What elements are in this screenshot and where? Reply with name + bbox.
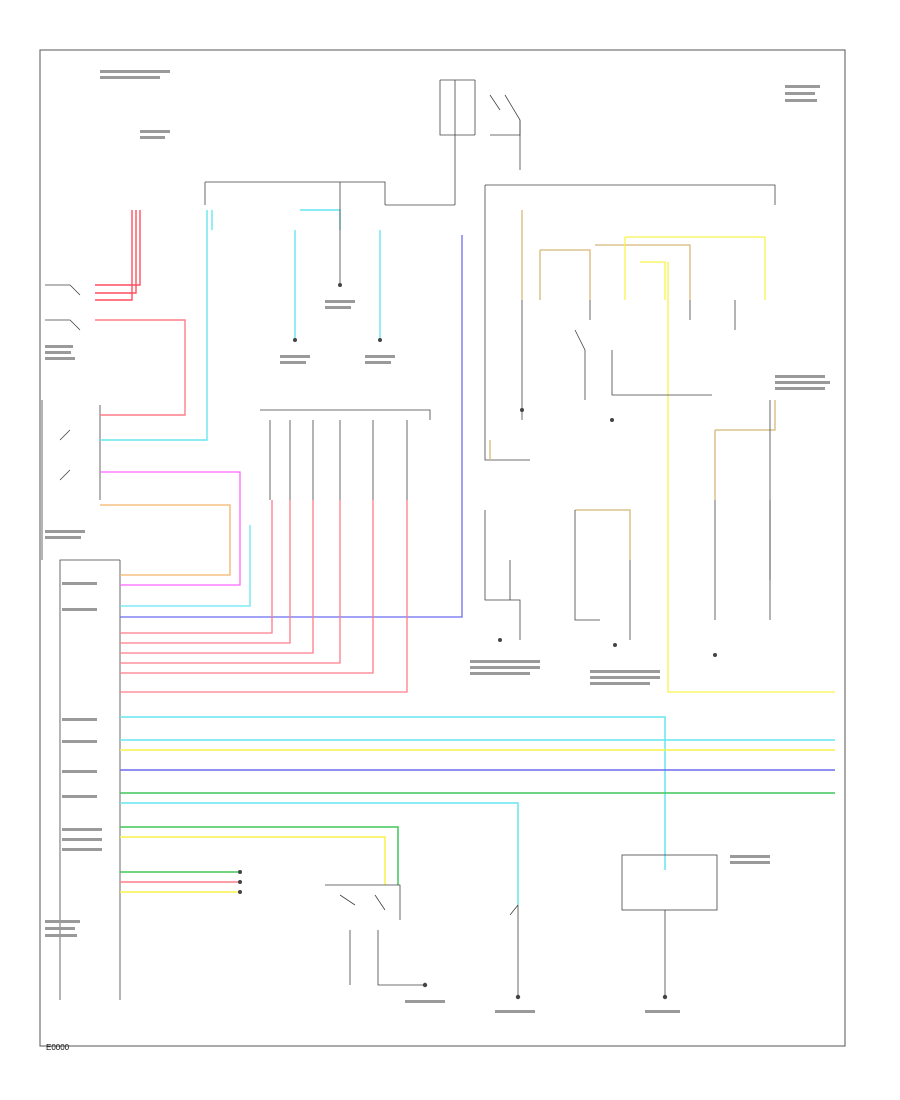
headlamp-switch-block	[41, 284, 121, 1000]
left-connector-wires	[120, 235, 463, 693]
magenta-orange-wires	[100, 471, 241, 586]
diagram-frame	[39, 49, 846, 1047]
bottom-components	[325, 854, 718, 995]
fuse-block-middle	[260, 409, 431, 500]
red-wires-top	[95, 210, 186, 416]
right-components	[484, 300, 771, 640]
ground-symbols	[238, 408, 717, 1000]
fuse-block-top	[204, 79, 776, 461]
connector-dots	[293, 283, 382, 342]
footer-code: E0000	[46, 1043, 70, 1052]
light-blue-wires-top	[100, 209, 381, 441]
illegible-labels	[45, 70, 830, 1013]
right-side-wires	[489, 210, 835, 693]
long-harness-wires	[120, 716, 835, 905]
